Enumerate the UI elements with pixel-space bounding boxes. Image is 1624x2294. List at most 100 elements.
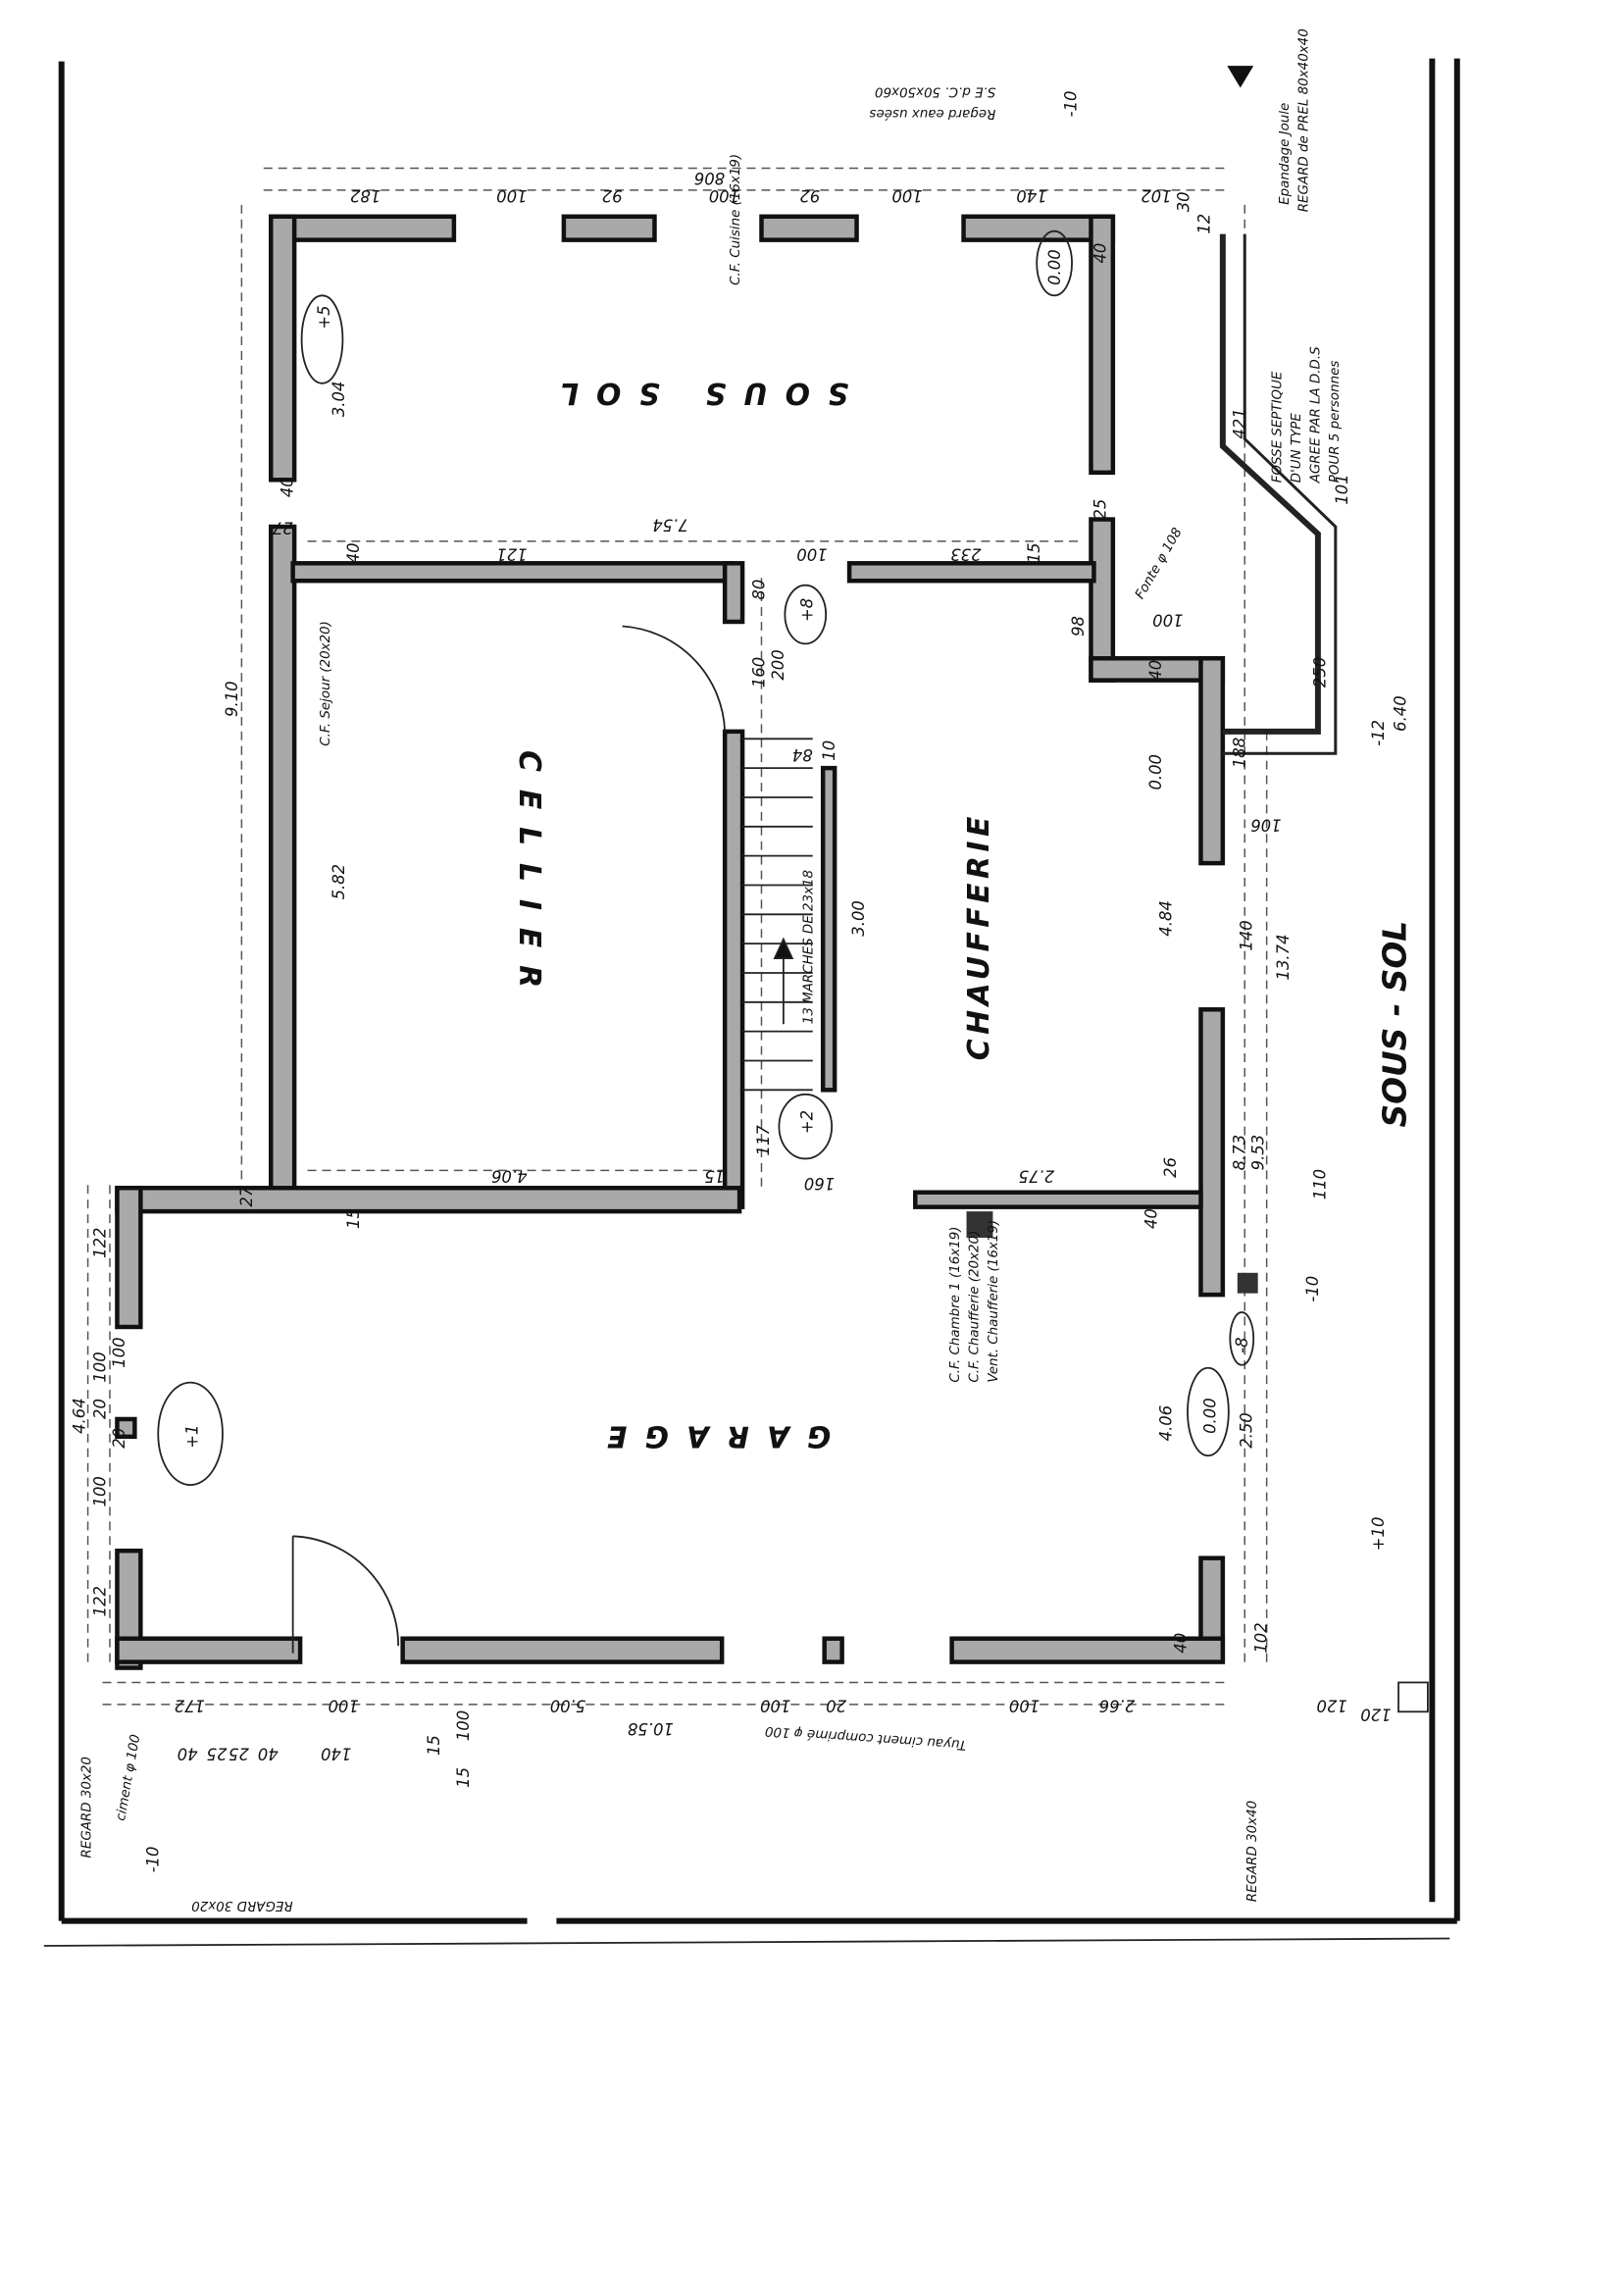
plan-label: 40 (178, 1745, 198, 1763)
dimensions-sous-sol: 3.04 27 40 121 7.54 233 100 15 40 25 40 (272, 243, 1109, 564)
plan-label: POUR 5 personnes (1328, 361, 1343, 484)
plan-label: 172 (175, 1696, 205, 1714)
plan-label: 10 (820, 740, 838, 761)
plan-label: 25 (228, 1745, 249, 1763)
plan-label: 15 (344, 1208, 363, 1229)
plan-label: +1 (183, 1425, 202, 1449)
plan-label: 92 (602, 186, 623, 205)
plan-label: 26 (1161, 1157, 1180, 1178)
plan-label: Regard eaux usées (869, 106, 995, 122)
plan-label: 106 (1250, 815, 1281, 834)
plan-label: 100 (328, 1696, 358, 1714)
plan-label: 100 (110, 1337, 128, 1367)
plan-label: 100 (454, 1710, 473, 1741)
plan-label: 3.00 (849, 900, 868, 937)
plan-label: 100 (709, 186, 739, 205)
plan-label: 101 (1333, 474, 1351, 504)
plan-label: 100 (1009, 1696, 1040, 1714)
plan-label: 110 (1310, 1169, 1329, 1199)
plan-label: S.E d.C. 50x50x60 (875, 84, 995, 99)
plan-label: 13.74 (1274, 935, 1293, 981)
plan-label: REGARD de PREL 80x40x40 (1296, 28, 1311, 212)
plan-label: 140 (1238, 920, 1256, 950)
plan-label: 2.75 (1019, 1166, 1055, 1185)
plan-label: 122 (91, 1228, 110, 1258)
plan-label: 120 (1316, 1696, 1346, 1714)
dimensions-garage-left: 4.64 122 100 20 100 20 100 122 (71, 1228, 128, 1617)
plan-label: +8 (798, 598, 817, 622)
plan-label: 0.00 (1146, 754, 1165, 790)
plan-label: 100 (496, 186, 527, 205)
plan-label: 4.84 (1157, 900, 1176, 937)
page-frame (43, 58, 1460, 1947)
plan-label: Vent. Chaufferie (16x19) (987, 1220, 1001, 1383)
plan-label: 5.00 (550, 1696, 586, 1714)
plan-label: -10 (143, 1847, 162, 1873)
plan-label: 100 (760, 1696, 790, 1714)
plan-label: -10 (1303, 1276, 1322, 1302)
plan-label: 13 MARCHES DE 23x18 (802, 870, 817, 1024)
plan-label: 40 (1142, 1208, 1161, 1229)
plan-label: 40 (344, 542, 363, 563)
plan-label: 9.10 (223, 681, 241, 717)
room-label-chaufferie: CHAUFFERIE (962, 812, 996, 1060)
level-marks: +5 +8 +2 +1 -8 0.00 0.00 0.00 -10 -12 -1… (143, 91, 1388, 1873)
plan-label: 188 (1230, 738, 1248, 768)
plan-label: C.F. Sejour (20x20) (319, 621, 333, 746)
dimensions-chaufferie: 4.84 2.75 26 40 98 100 40 188 106 (1019, 611, 1282, 1230)
room-label-sous-sol: SOUS SOL (542, 376, 848, 410)
dimensions-bottom: 172 100 5.00 10.58 100 20 100 2.66 40 10… (175, 1622, 1347, 1788)
plan-label: D'UN TYPE (1290, 413, 1304, 484)
plan-label: 182 (350, 186, 381, 205)
plan-label: 100 (891, 186, 922, 205)
plan-label: 9.53 (1249, 1135, 1268, 1171)
plan-label: 27 (237, 1186, 256, 1206)
plan-label: 4.64 (71, 1398, 89, 1434)
plan-label: 140 (1016, 186, 1046, 205)
plan-label: +10 (1369, 1517, 1388, 1552)
plan-label: 117 (754, 1125, 773, 1156)
room-label-cellier: CELLIER (512, 750, 546, 1005)
plan-label: 0.00 (1045, 249, 1064, 285)
walls (115, 214, 1226, 1670)
plan-label: 20 (826, 1696, 846, 1714)
plan-label: 98 (1069, 616, 1088, 637)
plan-label: 30 (1175, 191, 1193, 212)
plan-label: 7.54 (652, 516, 688, 535)
plan-label: +2 (798, 1110, 817, 1134)
dimensions-right: 250 13.74 140 110 8.73 9.53 2.50 4.06 6.… (1157, 408, 1410, 1723)
plan-label: -8 (1233, 1337, 1251, 1352)
plan-label: 15 (454, 1767, 473, 1788)
plan-label: 6.40 (1392, 695, 1410, 732)
plan-label: 160 (749, 657, 768, 688)
plan-label: Epandage Joule (1278, 103, 1293, 205)
plan-label: 40 (1172, 1633, 1191, 1654)
plan-label: 12 (1194, 214, 1213, 234)
plan-label: C.F. Chambre 1 (16x19) (948, 1226, 963, 1382)
plan-label: -10 (1062, 91, 1081, 118)
plan-label: 80 (749, 580, 768, 600)
plan-label: Fonte φ 108 (1133, 526, 1186, 602)
plan-label: 5.82 (330, 864, 348, 900)
plan-label: 3.04 (330, 382, 348, 418)
plan-label: C.F. Cuisine (16x19) (729, 154, 743, 285)
plan-label: 0.00 (1200, 1398, 1219, 1434)
doors-and-stairs (291, 66, 1429, 1713)
plan-label: 2.66 (1099, 1696, 1136, 1714)
plan-label: 140 (321, 1745, 351, 1763)
plan-label: 40 (1091, 243, 1109, 264)
plan-label: FOSSE SEPTIQUE (1271, 371, 1286, 483)
plan-label: 2.50 (1238, 1412, 1256, 1449)
dimensions-cellier: 9.10 5.82 4.06 15 15 27 80 160 200 (223, 580, 787, 1229)
plan-label: 806 (694, 169, 725, 187)
plan-label: 100 (1152, 611, 1183, 630)
plan-label: ciment φ 100 (114, 1733, 143, 1821)
dimensions-top: 182 100 92 100 806 92 100 140 102 30 12 (350, 169, 1214, 234)
plan-label: 4.06 (491, 1166, 528, 1185)
plan-label: 100 (796, 544, 827, 563)
plan-label: 20 (110, 1428, 128, 1449)
dimension-lines (86, 167, 1268, 1706)
plan-label: 121 (496, 544, 527, 563)
plan-label: 27 (272, 519, 292, 537)
